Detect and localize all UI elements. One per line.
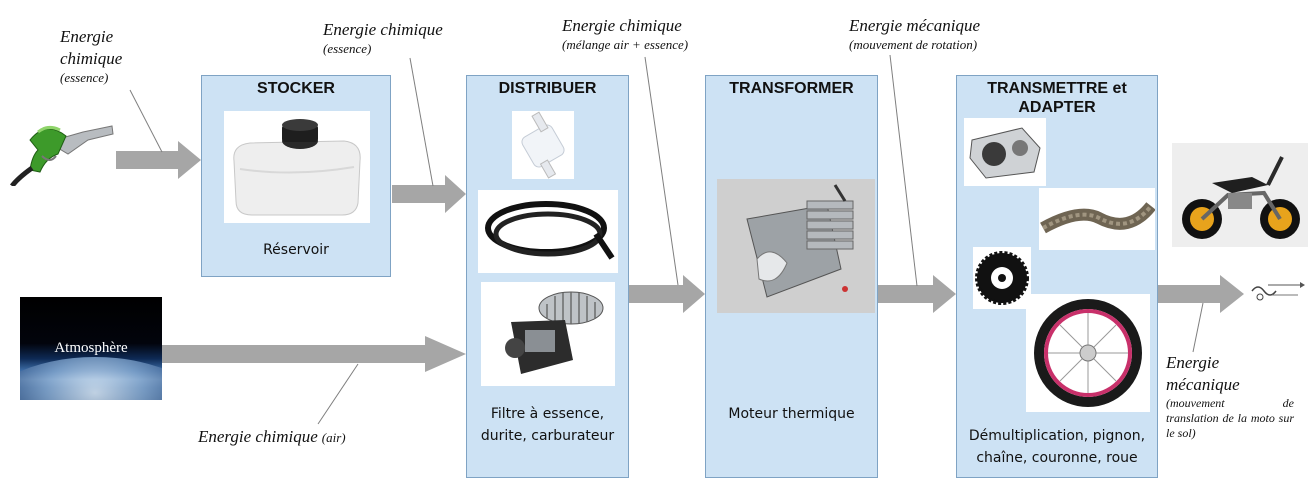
energy-label-1-sub: (essence) — [60, 70, 109, 85]
arrow-stocker-to-distribuer — [392, 175, 466, 213]
arrow-pump-to-stocker — [116, 141, 201, 179]
fuel-tank-image — [224, 111, 370, 223]
energy-label-1-main: Energie chimique — [60, 27, 123, 68]
wheel-image — [1026, 294, 1150, 412]
motorcycle-image — [1172, 143, 1308, 247]
leader-line-5 — [317, 363, 359, 425]
box-transformer-title: TRANSFORMER — [729, 80, 854, 97]
energy-label-5: Energie chimique (air) — [198, 426, 438, 448]
box-transmettre-title: TRANSMETTRE et ADAPTER — [987, 80, 1127, 116]
atmosphere-label: Atmosphère — [54, 340, 128, 356]
box-stocker-title: STOCKER — [257, 80, 335, 97]
translation-motion-icon — [1248, 277, 1306, 303]
energy-label-2-sub: (essence) — [323, 41, 372, 56]
energy-label-6-main: Energie mécanique — [1166, 353, 1240, 394]
fuel-filter-image — [512, 111, 574, 179]
energy-label-4-sub: (mouvement de rotation) — [849, 37, 978, 52]
leader-line-4 — [889, 54, 918, 287]
energy-label-4-main: Energie mécanique — [849, 16, 981, 35]
leader-line-2 — [409, 57, 434, 187]
leader-line-6 — [1192, 302, 1204, 353]
engine-image — [717, 179, 875, 313]
energy-label-5-main: Energie chimique — [198, 427, 318, 446]
arrow-transmettre-to-output — [1158, 275, 1244, 313]
energy-label-3-main: Energie chimique — [562, 16, 682, 35]
box-distribuer-caption: Filtre à essence, durite, carburateur — [480, 406, 615, 444]
box-distribuer-title: DISTRIBUER — [498, 80, 597, 97]
atmosphere-image: Atmosphère — [20, 297, 162, 400]
box-distribuer: DISTRIBUER Filtre à essence, durite, ca — [466, 75, 629, 478]
fuel-pump-nozzle-icon — [8, 112, 114, 186]
arrow-atmosphere-to-distribuer — [162, 336, 466, 372]
energy-label-4: Energie mécanique (mouvement de rotation… — [849, 15, 1049, 53]
energy-label-6: Energie mécanique (mouvement de translat… — [1166, 352, 1294, 441]
energy-label-3-sub: (mélange air + essence) — [562, 37, 689, 52]
sprocket-image — [973, 247, 1031, 309]
box-transformer: TRANSFORMER Moteur thermique — [705, 75, 878, 478]
box-stocker: STOCKER Réservoir — [201, 75, 391, 277]
box-stocker-caption: Réservoir — [263, 242, 329, 258]
chain-image — [1039, 188, 1155, 250]
box-transmettre-caption: Démultiplication, pignon, chaîne, couron… — [968, 428, 1146, 466]
energy-label-1: Energie chimique (essence) — [60, 26, 160, 86]
box-transformer-caption: Moteur thermique — [728, 406, 855, 422]
energy-label-5-sub: (air) — [321, 430, 346, 445]
arrow-distribuer-to-transformer — [629, 275, 705, 313]
energy-label-3: Energie chimique (mélange air + essence) — [562, 15, 762, 53]
box-transmettre: TRANSMETTRE et ADAPTER — [956, 75, 1158, 478]
energy-label-6-sub: (mouvement de translation de la moto sur… — [1166, 396, 1294, 440]
energy-label-2-main: Energie chimique — [323, 20, 443, 39]
gearbox-image — [964, 118, 1046, 186]
leader-line-3 — [644, 56, 679, 286]
arrow-transformer-to-transmettre — [878, 275, 956, 313]
carburetor-image — [481, 282, 615, 386]
fuel-hose-image — [478, 190, 618, 273]
leader-line-1 — [129, 89, 163, 153]
energy-label-2: Energie chimique (essence) — [323, 19, 523, 57]
